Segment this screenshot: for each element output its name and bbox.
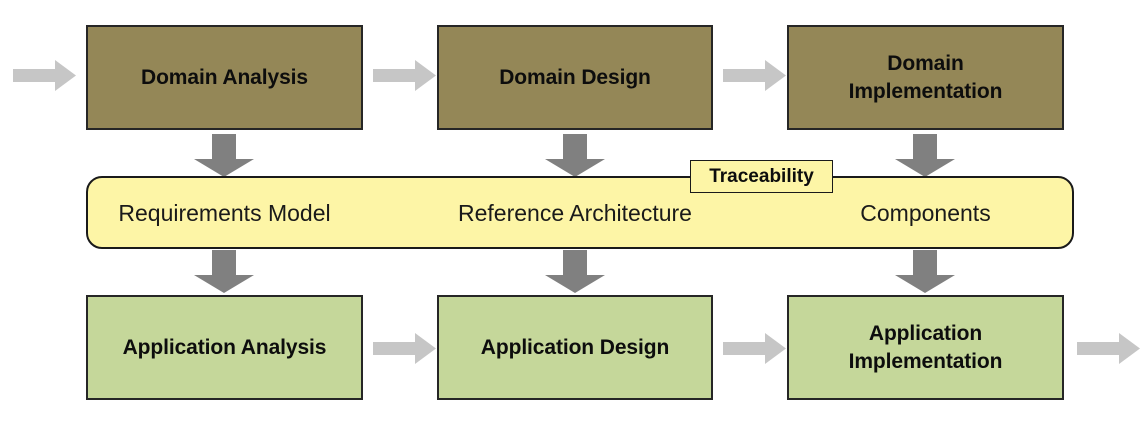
arrow-down-icon-application-design — [544, 250, 606, 294]
arrow-right-icon-entry — [13, 59, 77, 92]
domain-implementation-label-line2: Implementation — [848, 79, 1003, 103]
arrow-right-icon-domain-1-2 — [373, 59, 437, 92]
arrow-down-icon-domain-implementation — [894, 134, 956, 178]
application-implementation-label-line1: Application — [868, 322, 983, 346]
application-analysis-box[interactable]: Application Analysis — [86, 295, 363, 400]
arrow-right-icon-app-2-3 — [723, 332, 787, 365]
application-analysis-label: Application Analysis — [122, 335, 327, 359]
asset-label-components: Components — [860, 199, 991, 226]
domain-analysis-box[interactable]: Domain Analysis — [86, 25, 363, 130]
arrow-right-icon-app-1-2 — [373, 332, 437, 365]
arrow-right-icon-exit — [1077, 332, 1141, 365]
arrow-down-icon-domain-design — [544, 134, 606, 178]
arrow-down-icon-application-analysis — [193, 250, 255, 294]
asset-label-reference-architecture: Reference Architecture — [458, 199, 692, 226]
traceability-callout[interactable]: Traceability — [690, 160, 833, 193]
application-design-label: Application Design — [480, 335, 670, 359]
domain-implementation-label: Domain Implementation — [849, 50, 1003, 105]
asset-label-requirements-model: Requirements Model — [118, 199, 331, 226]
domain-implementation-label-line1: Domain — [887, 52, 964, 76]
arrow-down-icon-domain-analysis — [193, 134, 255, 178]
domain-implementation-box[interactable]: Domain Implementation — [787, 25, 1064, 130]
domain-design-box[interactable]: Domain Design — [437, 25, 713, 130]
application-implementation-box[interactable]: Application Implementation — [787, 295, 1064, 400]
arrow-down-icon-application-implementation — [894, 250, 956, 294]
application-design-box[interactable]: Application Design — [437, 295, 713, 400]
arrow-right-icon-domain-2-3 — [723, 59, 787, 92]
application-implementation-label: Application Implementation — [849, 320, 1003, 375]
core-asset-band — [86, 176, 1074, 249]
domain-analysis-label: Domain Analysis — [141, 65, 308, 89]
domain-design-label: Domain Design — [499, 65, 651, 89]
application-implementation-label-line2: Implementation — [848, 349, 1003, 373]
traceability-label: Traceability — [709, 165, 814, 187]
